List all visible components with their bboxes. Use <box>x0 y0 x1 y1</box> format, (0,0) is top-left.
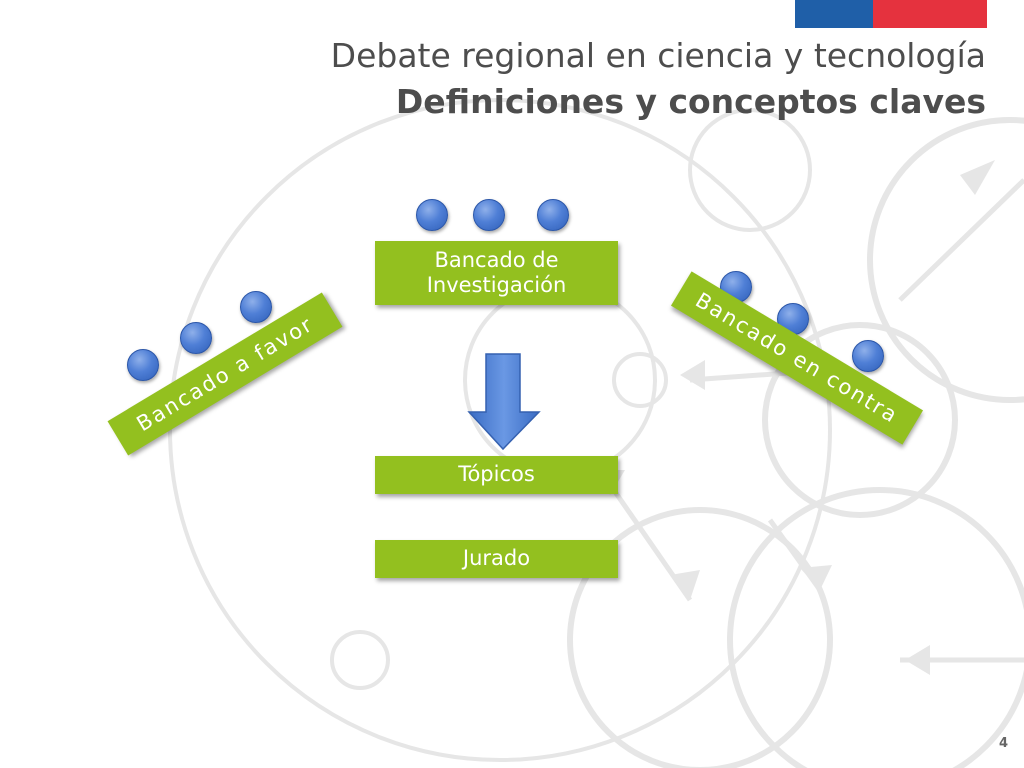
flag-red-stripe <box>873 0 987 28</box>
down-arrow-icon <box>467 353 541 451</box>
topicos-box: Tópicos <box>375 456 618 494</box>
jurado-box: Jurado <box>375 540 618 578</box>
slide-subtitle: Definiciones y conceptos claves <box>395 82 986 121</box>
bancado-investigacion-label: Bancado de Investigación <box>426 247 567 297</box>
bancado-investigacion-box: Bancado de Investigación <box>375 241 618 305</box>
topicos-label: Tópicos <box>458 462 535 487</box>
member-dot <box>240 291 272 323</box>
page-number: 4 <box>998 736 1008 751</box>
member-dot <box>127 349 159 381</box>
slide-title: Debate regional en ciencia y tecnología <box>330 36 986 75</box>
flag-blue-stripe <box>795 0 873 28</box>
member-dot <box>473 199 505 231</box>
member-dot <box>180 322 212 354</box>
member-dot <box>852 340 884 372</box>
member-dot <box>416 199 448 231</box>
member-dot <box>537 199 569 231</box>
jurado-label: Jurado <box>462 546 531 571</box>
